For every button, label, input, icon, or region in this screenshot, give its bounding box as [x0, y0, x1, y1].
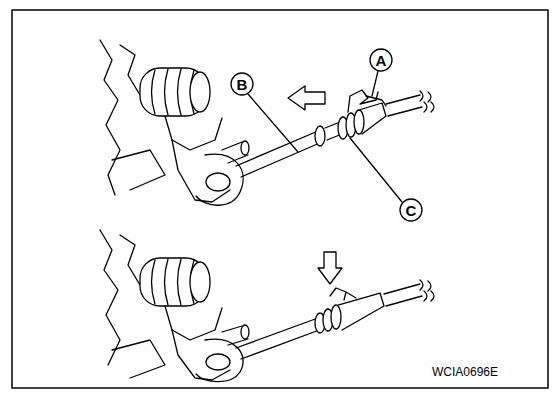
leader-line: [350, 138, 402, 202]
push-arrow: [288, 86, 325, 110]
callout-letter: B: [237, 77, 248, 92]
callouts: [231, 49, 422, 221]
leader-line: [248, 94, 298, 152]
callout-circle: [400, 199, 422, 221]
bottom-view: [100, 230, 434, 382]
top-view: [100, 40, 434, 205]
frame: [12, 10, 548, 388]
callout-letter: A: [376, 53, 387, 68]
callout-letter: C: [406, 203, 417, 218]
leader-line: [372, 71, 378, 96]
callout-circle: [231, 73, 253, 95]
callout-circle: [370, 49, 392, 71]
push-arrow: [318, 252, 342, 284]
figure-code: WCIA0696E: [432, 366, 498, 378]
